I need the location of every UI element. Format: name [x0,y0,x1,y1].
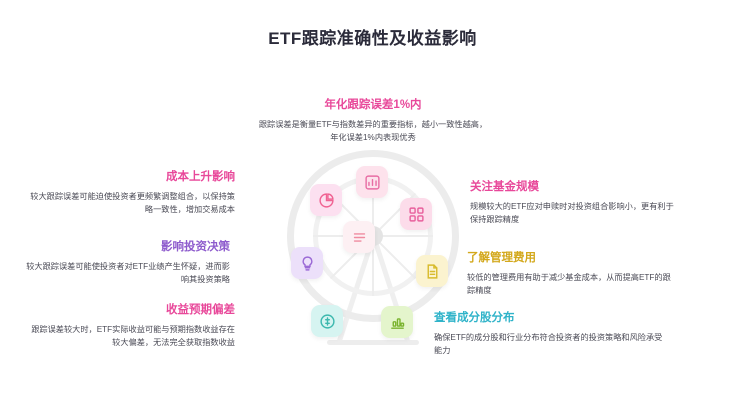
cabin-grid-icon[interactable] [400,198,432,230]
bar-icon [390,317,404,329]
cabin-chart-icon[interactable] [356,166,388,198]
item-body: 跟踪误差是衡量ETF与指数差异的重要指标，越小一致性越高，年化误差1%内表现优秀 [258,119,488,143]
cabin-bar-icon[interactable] [381,306,413,338]
item-heading: 了解管理费用 [467,252,536,264]
item-block-management-fee: 了解管理费用 较低的管理费用有助于减少基金成本，从而提高ETF的跟踪精度 [467,251,672,298]
chart-icon [364,174,380,190]
item-block-cost-rise: 成本上升影响 较大跟踪误差可能迫使投资者更频繁调整组合，以保持策略一致性，增加交… [30,170,235,217]
cabin-pie-icon[interactable] [310,184,342,216]
coin-icon [319,313,335,329]
bulb-icon [302,255,312,271]
item-heading: 收益预期偏差 [166,304,235,316]
item-block-investment-decision: 影响投资决策 较大跟踪误差可能使投资者对ETF业绩产生怀疑，进而影响其投资策略 [25,240,230,287]
wheel-base [327,340,419,345]
cabin-list-icon[interactable] [343,221,375,253]
item-heading: 成本上升影响 [166,171,235,183]
item-body: 规模较大的ETF应对申赎时对投资组合影响小，更有利于保持跟踪精度 [470,201,674,225]
item-body: 跟踪误差较大时，ETF实际收益可能与预期指数收益存在较大偏差，无法完全获取指数收… [31,324,235,348]
item-body: 较大跟踪误差可能迫使投资者更频繁调整组合，以保持策略一致性，增加交易成本 [30,191,235,215]
wheel-outer-ring [287,150,459,322]
cabin-coin-icon[interactable] [311,305,343,337]
item-heading: 关注基金规模 [470,181,539,193]
cabin-doc-icon[interactable] [416,255,448,287]
page-title: ETF跟踪准确性及收益影响 [268,29,477,48]
item-block-return-deviation: 收益预期偏差 跟踪误差较大时，ETF实际收益可能与预期指数收益存在较大偏差，无法… [30,303,235,350]
wheel-spoke [372,176,374,236]
item-heading: 查看成分股分布 [434,312,515,324]
item-heading: 影响投资决策 [161,241,230,253]
item-block-holdings-distribution: 查看成分股分布 确保ETF的成分股和行业分布符合投资者的投资策略和风险承受能力 [434,311,664,358]
item-body: 较低的管理费用有助于减少基金成本，从而提高ETF的跟踪精度 [467,272,671,296]
item-block-fund-scale: 关注基金规模 规模较大的ETF应对申赎时对投资组合影响小，更有利于保持跟踪精度 [470,180,675,227]
doc-icon [427,263,437,279]
item-body: 确保ETF的成分股和行业分布符合投资者的投资策略和风险承受能力 [434,332,663,356]
item-body: 较大跟踪误差可能使投资者对ETF业绩产生怀疑，进而影响其投资策略 [26,261,230,285]
grid-icon [408,206,424,222]
item-heading: 年化跟踪误差1%内 [324,99,422,111]
pie-icon [318,192,334,208]
item-block-tracking-error: 年化跟踪误差1%内 跟踪误差是衡量ETF与指数差异的重要指标，越小一致性越高，年… [258,98,488,145]
list-icon [353,232,365,242]
cabin-bulb-icon[interactable] [291,247,323,279]
